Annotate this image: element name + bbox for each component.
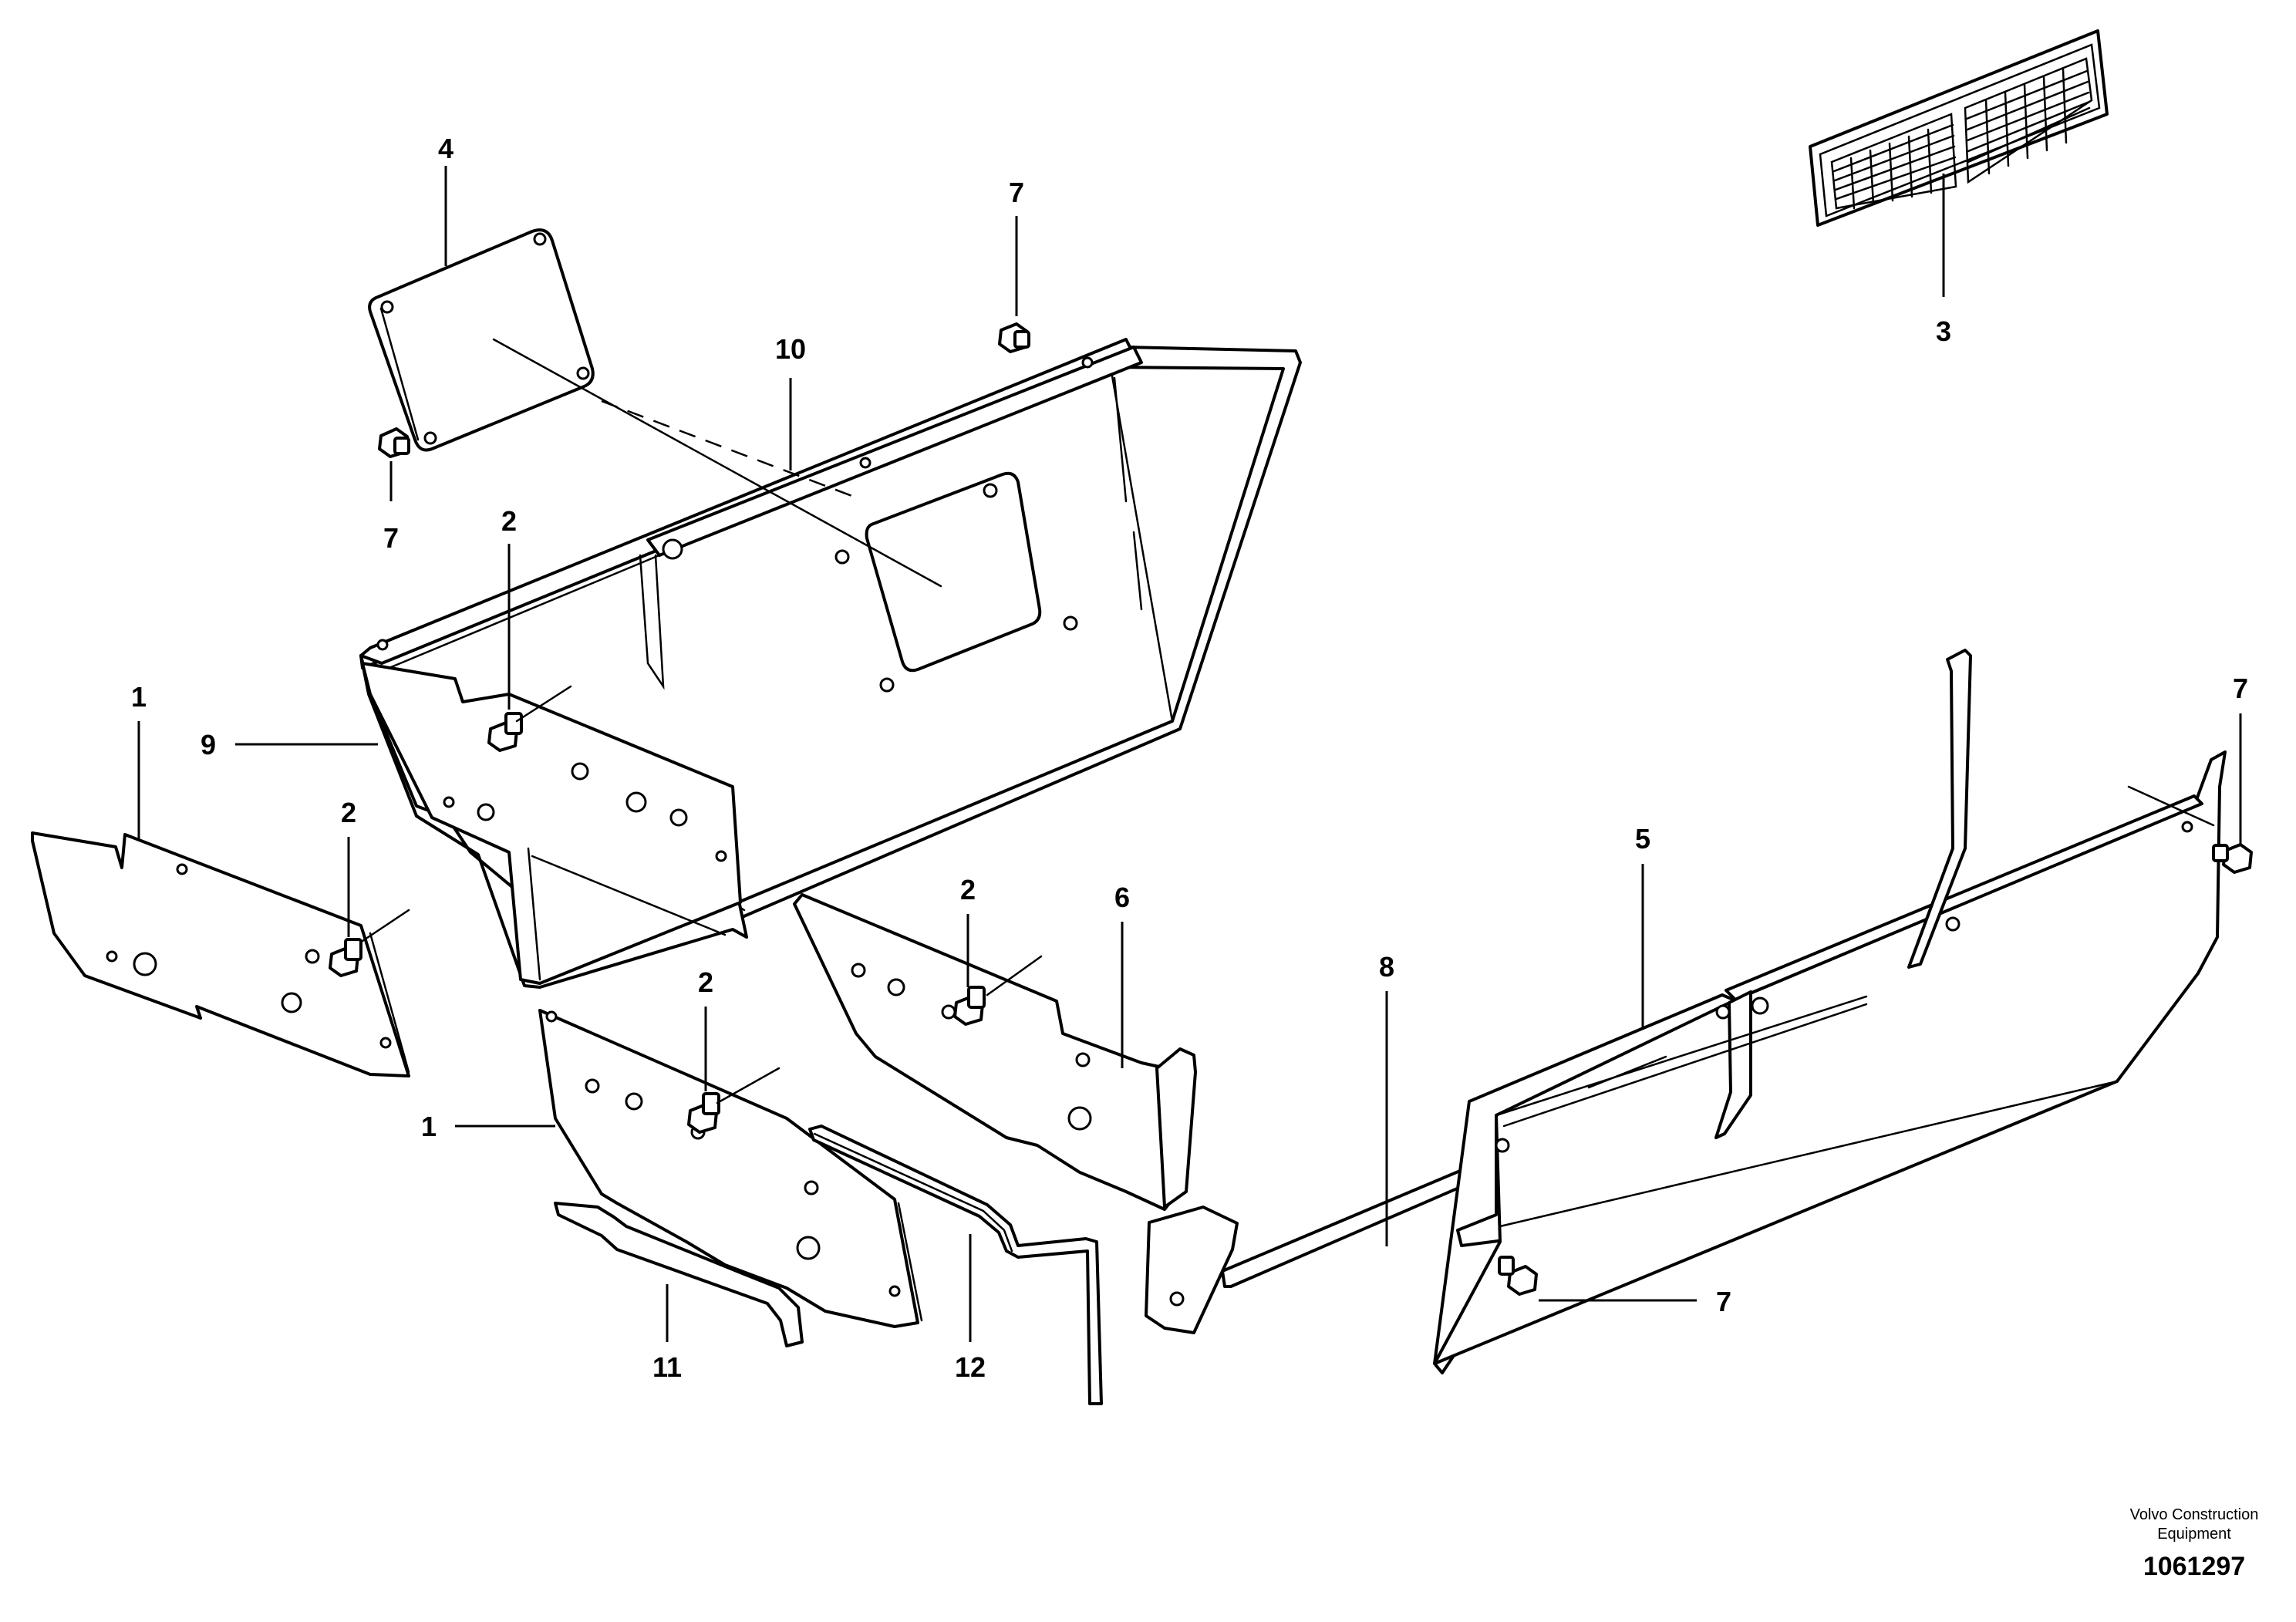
part-4-cover-plate <box>368 228 595 452</box>
bolt-2-center-panel <box>687 1092 720 1134</box>
callout-10: 10 <box>775 333 806 365</box>
callout-7-right-lower: 7 <box>1716 1286 1731 1317</box>
part-5-right-side-panel <box>1433 649 2227 1374</box>
callout-1-left: 1 <box>131 681 147 713</box>
footer-brand: Volvo Construction Equipment 1061297 <box>2130 1506 2259 1581</box>
callout-11: 11 <box>652 1351 682 1383</box>
callout-2-front-panel: 2 <box>501 505 517 537</box>
bolt-2-front-panel <box>487 712 523 752</box>
callout-2-center-panel: 2 <box>698 966 713 998</box>
callout-7-top: 7 <box>1009 177 1024 208</box>
callout-4: 4 <box>438 133 453 164</box>
bolt-7-right-lower <box>1498 1256 1538 1296</box>
bolt-7-left <box>378 427 410 458</box>
callout-9: 9 <box>201 729 216 760</box>
part-11-strip <box>554 1202 804 1347</box>
callout-6: 6 <box>1114 882 1130 913</box>
part-12-channel-strip <box>808 1125 1103 1405</box>
figure-number: 1061297 <box>2143 1552 2245 1581</box>
callout-8: 8 <box>1379 951 1394 983</box>
part-1-center-side-panel <box>538 1009 923 1328</box>
part-1-left-side-panel <box>31 831 410 1077</box>
callout-7-left: 7 <box>383 522 399 554</box>
callout-2-left-panel: 2 <box>341 797 356 828</box>
callout-2-bracket-panel: 2 <box>960 874 976 905</box>
callout-7-right-upper: 7 <box>2233 673 2248 704</box>
bolt-2-left-panel <box>329 938 362 977</box>
part-3-vent-grille <box>1809 29 2109 227</box>
callout-1-center: 1 <box>421 1111 437 1142</box>
brand-line-1: Volvo Construction <box>2130 1506 2259 1523</box>
brand-line-2: Equipment <box>2157 1526 2231 1543</box>
part-9-front-panel <box>359 654 748 989</box>
part-6-side-panel-bracket <box>793 893 1239 1334</box>
part-10-floor-tray <box>359 338 1302 919</box>
leader-lines <box>137 166 2242 1342</box>
bolt-2-bracket-panel <box>953 986 986 1026</box>
callout-5: 5 <box>1635 823 1650 855</box>
callout-12: 12 <box>955 1351 986 1383</box>
callouts: 4 7 10 7 3 2 9 1 2 2 6 2 1 8 5 7 7 11 12 <box>131 133 2248 1383</box>
bolt-7-top-center <box>998 322 1030 353</box>
callout-3: 3 <box>1936 315 1951 347</box>
